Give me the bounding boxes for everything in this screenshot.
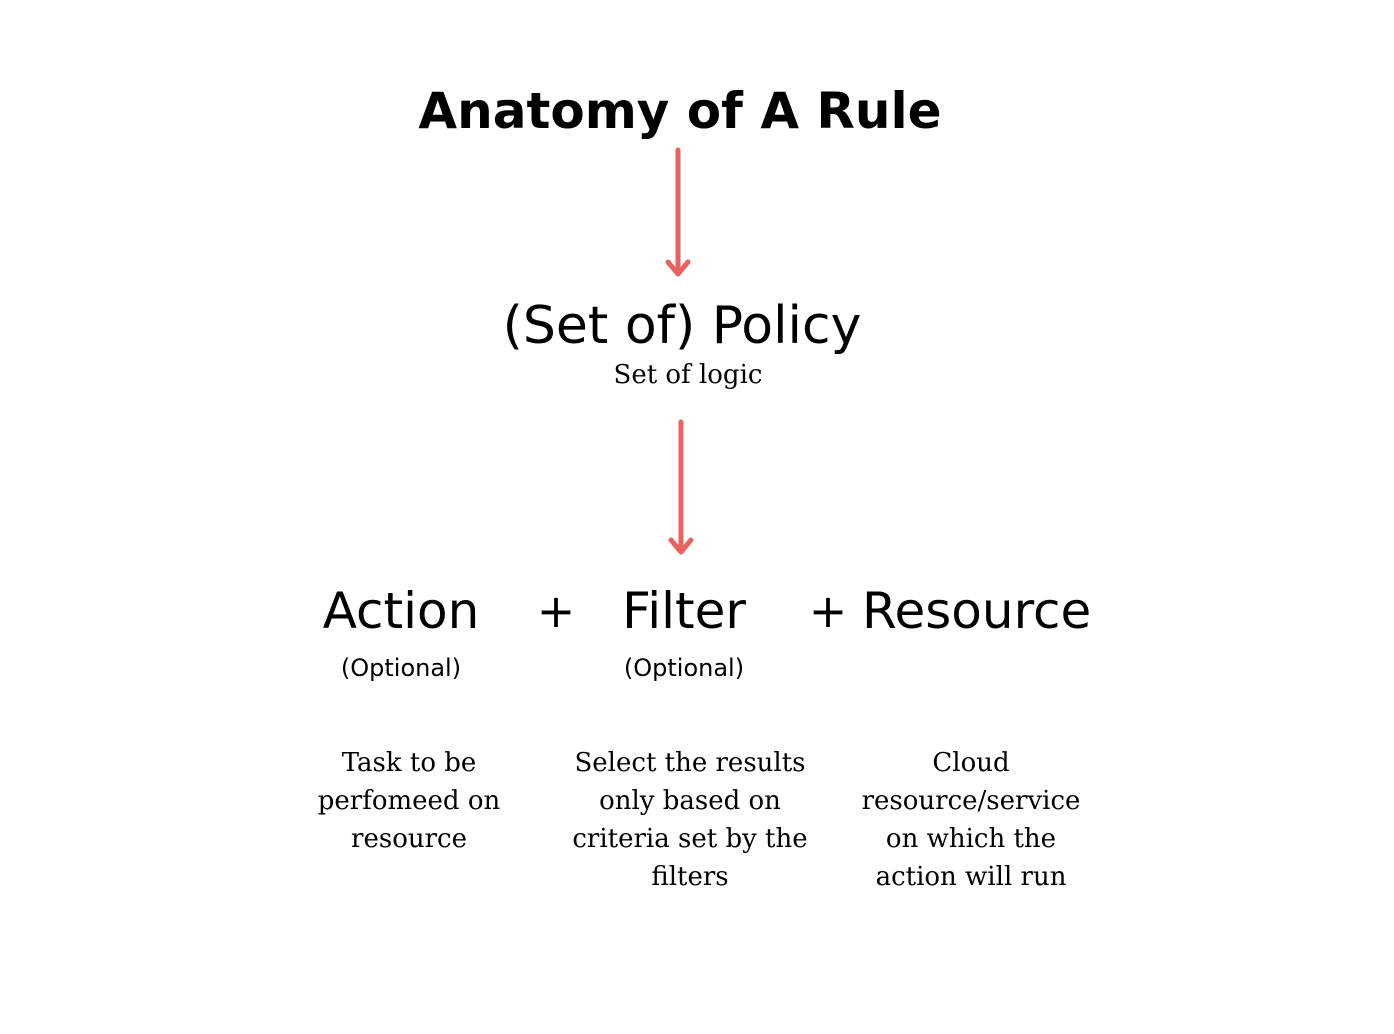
action-label: Action: [322, 582, 480, 640]
filter-optional-note: (Optional): [623, 654, 745, 682]
filter-description: Select the results only based on criteri…: [572, 748, 808, 892]
arrow-title-to-policy: [665, 147, 691, 277]
plus-operator-2: +: [808, 584, 848, 638]
filter-label: Filter: [622, 582, 746, 640]
action-optional-note: (Optional): [340, 654, 462, 682]
diagram-title: Anatomy of A Rule: [418, 82, 942, 140]
resource-description: Cloud resource/service on which the acti…: [861, 748, 1081, 892]
resource-label: Resource: [862, 582, 1092, 640]
policy-label: (Set of) Policy: [502, 296, 862, 356]
policy-subtitle: Set of logic: [613, 360, 763, 390]
action-description: Task to be perfomeed on resource: [317, 748, 501, 854]
plus-operator-1: +: [536, 584, 576, 638]
arrow-policy-to-components: [668, 419, 694, 555]
